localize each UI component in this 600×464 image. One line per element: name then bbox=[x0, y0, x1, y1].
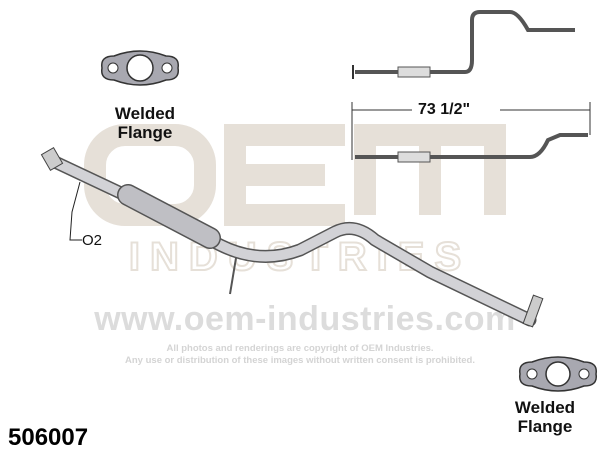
part-number: 506007 bbox=[8, 424, 89, 451]
o2-sensor-label: O2 bbox=[82, 232, 103, 249]
copyright-line-2: Any use or distribution of these images … bbox=[125, 355, 475, 366]
watermark-url: www.oem-industries.com bbox=[94, 300, 516, 338]
label-line: Welded bbox=[514, 398, 576, 417]
label-line: Welded bbox=[114, 104, 176, 123]
flange-icon bbox=[101, 50, 179, 86]
bottom-flange-label: Welded Flange bbox=[490, 398, 600, 436]
flange-icon bbox=[519, 356, 597, 392]
label-line: Flange bbox=[517, 417, 573, 436]
label-line: Flange bbox=[117, 123, 173, 142]
top-flange-label: Welded Flange bbox=[90, 104, 200, 142]
copyright-line-1: All photos and renderings are copyright … bbox=[166, 343, 434, 354]
length-dimension: 73 1/2" bbox=[418, 101, 471, 118]
